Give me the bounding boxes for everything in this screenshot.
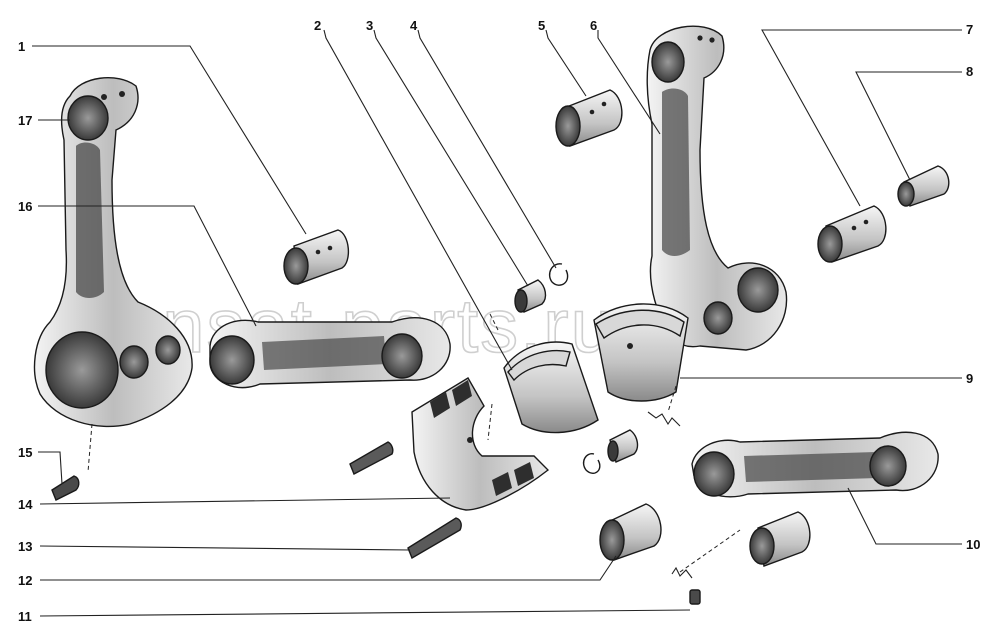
- bushing-7: [817, 205, 887, 263]
- callout-17: 17: [18, 113, 32, 128]
- sleeve-8: [897, 165, 950, 207]
- pin-3: [514, 279, 547, 313]
- callout-7: 7: [966, 22, 973, 37]
- bushing-5: [555, 89, 623, 147]
- callout-8: 8: [966, 64, 973, 79]
- stud-13: [407, 517, 462, 560]
- bushing-10: [749, 511, 811, 567]
- callout-1: 1: [18, 39, 25, 54]
- connecting-rod-right: [646, 25, 788, 351]
- connecting-rod-left: [33, 77, 193, 428]
- callout-10: 10: [966, 537, 980, 552]
- leader-lines: [32, 29, 962, 617]
- screw-15: [51, 475, 80, 501]
- pin-center: [607, 429, 639, 463]
- callout-6: 6: [590, 18, 597, 33]
- connecting-rod-lower-right: [691, 431, 939, 498]
- bearing-shells-9: [503, 303, 689, 434]
- big-end-bore: [45, 331, 119, 409]
- callout-15: 15: [18, 445, 32, 460]
- callout-13: 13: [18, 539, 32, 554]
- snap-ring-center: [582, 453, 601, 474]
- sleeve-12: [599, 503, 662, 561]
- bushing-1: [283, 229, 349, 285]
- callout-12: 12: [18, 573, 32, 588]
- stud-upper: [349, 441, 394, 475]
- callout-2: 2: [314, 18, 321, 33]
- callout-4: 4: [410, 18, 418, 33]
- connecting-rod-horizontal: [209, 317, 451, 389]
- callout-3: 3: [366, 18, 373, 33]
- callout-14: 14: [18, 497, 33, 512]
- bearing-cap-14: [411, 377, 550, 511]
- bolt-11: [689, 589, 701, 605]
- callout-11: 11: [18, 609, 32, 624]
- callout-5: 5: [538, 18, 545, 33]
- callout-16: 16: [18, 199, 32, 214]
- small-end-bore: [67, 95, 109, 141]
- callout-labels: 1 2 3 4 5 6 7 8 9 10 11 12 13 14 15 16 1…: [18, 18, 980, 624]
- snap-ring-4: [548, 263, 569, 286]
- callout-9: 9: [966, 371, 973, 386]
